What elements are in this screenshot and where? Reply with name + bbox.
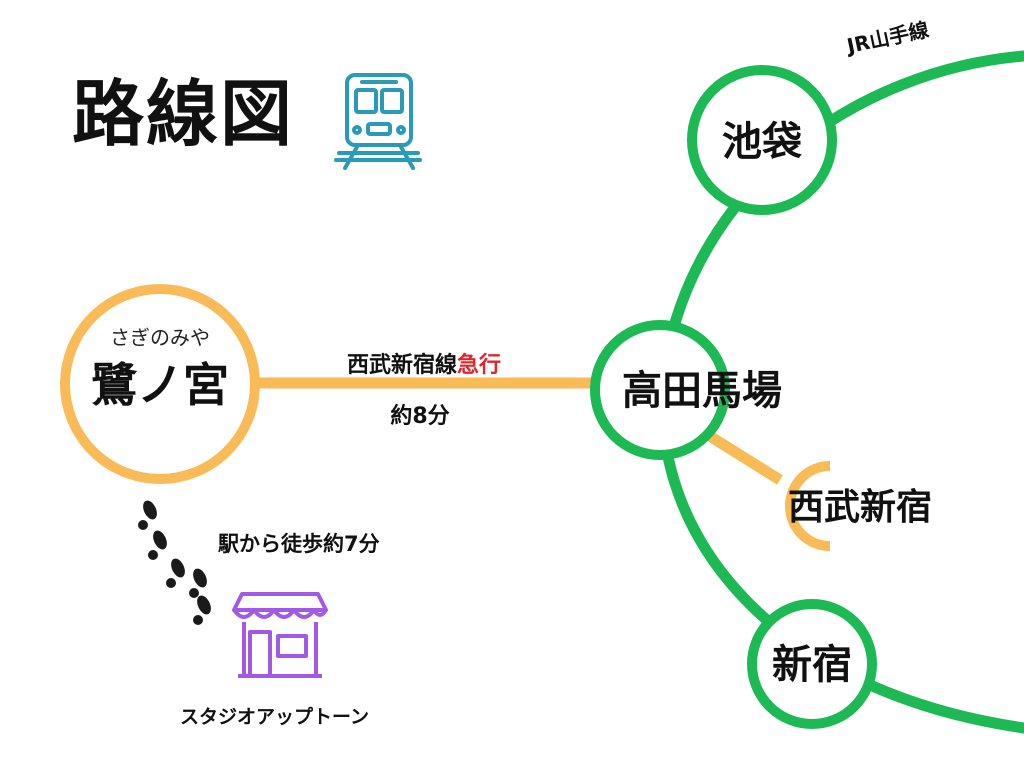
seibu-line-name: 西武新宿線 <box>346 353 457 378</box>
station-shinjuku: 新宿 <box>772 642 852 688</box>
saginomiya-station-circle <box>60 284 260 484</box>
page-title: 路線図 <box>72 72 295 156</box>
seibu-line-label: 西武新宿線急行 <box>347 347 501 379</box>
seibu-branch-line <box>697 425 783 485</box>
train-icon <box>334 73 422 170</box>
express-label: 急行 <box>457 353 502 378</box>
destination-label: スタジオアップトーン <box>180 706 370 728</box>
travel-time-label: 約8分 <box>390 404 450 429</box>
takadanobaba-station-circle <box>590 320 730 460</box>
station-takadanobaba: 高田馬場 <box>622 368 782 414</box>
footprints-icon <box>138 500 211 625</box>
seibu-shinjuku-station-ring <box>785 461 831 551</box>
station-saginomiya-reading: さぎのみや <box>110 325 210 350</box>
walk-time-note: 駅から徒歩約7分 <box>218 532 380 556</box>
station-saginomiya: 鷺ノ宮 <box>91 358 229 412</box>
shinjuku-station-circle <box>747 599 877 729</box>
store-icon <box>232 592 328 678</box>
ikebukuro-station-circle <box>687 65 837 215</box>
station-seibu-shinjuku: 西武新宿 <box>787 487 933 528</box>
station-ikebukuro: 池袋 <box>722 119 802 165</box>
